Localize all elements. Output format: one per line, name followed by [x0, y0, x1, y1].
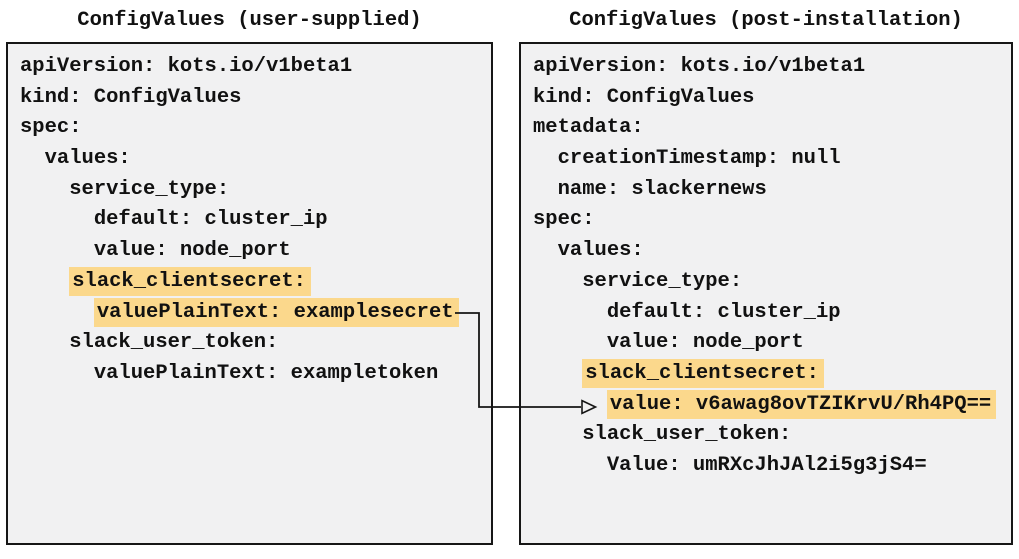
code-line: slack_clientsecret:	[20, 266, 491, 298]
yaml-text: service_type:	[582, 269, 743, 293]
code-line: apiVersion: kots.io/v1beta1	[533, 52, 1011, 83]
highlighted-yaml-text: slack_clientsecret:	[582, 358, 824, 388]
yaml-text: value: node_port	[93, 239, 291, 263]
code-line: value: node_port	[533, 328, 1011, 359]
yaml-text: slack_user_token:	[69, 331, 279, 355]
highlighted-yaml-text: slack_clientsecret:	[69, 266, 311, 296]
user-supplied-panel-title: ConfigValues (user-supplied)	[77, 9, 422, 32]
code-line: default: cluster_ip	[20, 205, 491, 236]
yaml-text: slack_user_token:	[582, 423, 792, 447]
code-line: apiVersion: kots.io/v1beta1	[20, 52, 491, 83]
code-line: service_type:	[20, 175, 491, 206]
code-line: default: cluster_ip	[533, 298, 1011, 329]
code-line: slack_clientsecret:	[533, 358, 1011, 390]
code-line: value: v6awag8ovTZIKrvU/Rh4PQ==	[533, 389, 1011, 421]
code-line: valuePlainText: exampletoken	[20, 359, 491, 390]
code-line: spec:	[533, 205, 1011, 236]
highlighted-yaml-text: value: v6awag8ovTZIKrvU/Rh4PQ==	[606, 389, 997, 419]
yaml-text: kind: ConfigValues	[533, 85, 755, 109]
yaml-text: spec:	[533, 208, 595, 232]
code-line: name: slackernews	[533, 175, 1011, 206]
code-line: kind: ConfigValues	[20, 83, 491, 114]
code-line: metadata:	[533, 113, 1011, 144]
yaml-text: Value: umRXcJhJAl2i5g3jS4=	[606, 453, 927, 477]
yaml-text: service_type:	[69, 177, 230, 201]
code-line: kind: ConfigValues	[533, 83, 1011, 114]
yaml-text: values:	[44, 147, 131, 171]
yaml-text: valuePlainText: exampletoken	[93, 361, 439, 385]
yaml-text: default: cluster_ip	[93, 208, 328, 232]
code-line: spec:	[20, 113, 491, 144]
code-line: Value: umRXcJhJAl2i5g3jS4=	[533, 451, 1011, 482]
yaml-text: apiVersion: kots.io/v1beta1	[533, 55, 866, 78]
yaml-text: name: slackernews	[557, 177, 767, 201]
highlighted-yaml-text: valuePlainText: examplesecret	[93, 297, 459, 327]
code-line: values:	[533, 236, 1011, 267]
yaml-text: spec:	[20, 116, 82, 140]
yaml-text: value: node_port	[606, 331, 804, 355]
yaml-text: default: cluster_ip	[606, 300, 841, 324]
code-line: creationTimestamp: null	[533, 144, 1011, 175]
code-line: value: node_port	[20, 236, 491, 267]
yaml-text: values:	[557, 239, 644, 263]
yaml-text: creationTimestamp: null	[557, 147, 841, 171]
code-line: slack_user_token:	[533, 420, 1011, 451]
yaml-text: kind: ConfigValues	[20, 85, 242, 109]
user-supplied-yaml-panel: apiVersion: kots.io/v1beta1 kind: ConfigV…	[6, 42, 493, 545]
yaml-text: metadata:	[533, 116, 644, 140]
code-line: valuePlainText: examplesecret	[20, 297, 491, 329]
post-installation-panel-title: ConfigValues (post-installation)	[569, 9, 963, 32]
code-line: service_type:	[533, 267, 1011, 298]
code-line: values:	[20, 144, 491, 175]
code-line: slack_user_token:	[20, 328, 491, 359]
post-installation-yaml-panel: apiVersion: kots.io/v1beta1 kind: ConfigV…	[519, 42, 1013, 545]
yaml-text: apiVersion: kots.io/v1beta1	[20, 55, 353, 78]
